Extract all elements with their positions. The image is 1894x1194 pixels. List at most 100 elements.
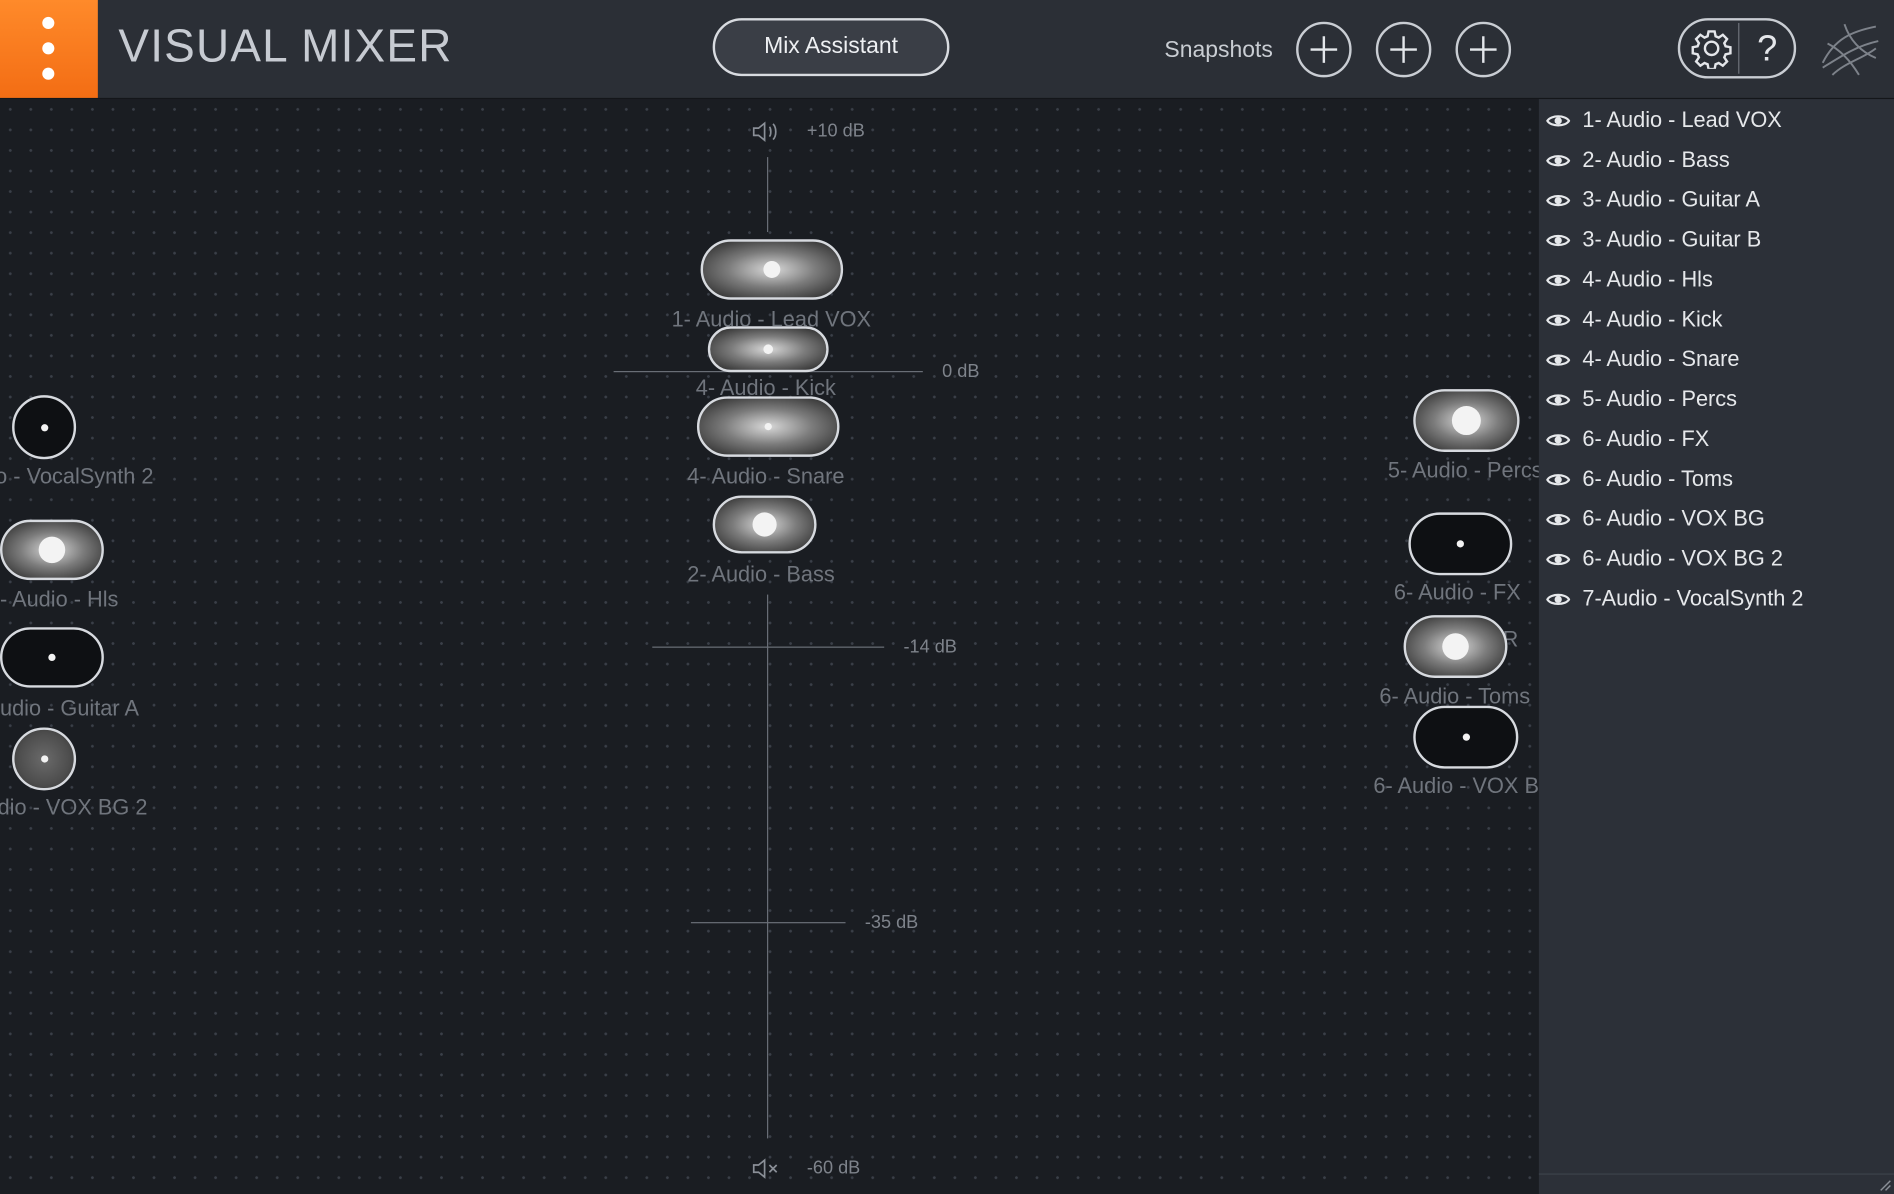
resize-grip-icon[interactable]	[1877, 1177, 1891, 1192]
eye-icon[interactable]	[1546, 590, 1571, 607]
track-list-item[interactable]: 6- Audio - VOX BG	[1546, 499, 1765, 539]
track-blob-guitar-a[interactable]	[0, 627, 104, 688]
eye-icon[interactable]	[1546, 271, 1571, 288]
track-list-item[interactable]: 7-Audio - VocalSynth 2	[1546, 579, 1804, 619]
track-list-item-label: 5- Audio - Percs	[1582, 386, 1738, 411]
track-list-item-label: 6- Audio - VOX BG 2	[1582, 546, 1783, 571]
track-list-item[interactable]: 3- Audio - Guitar B	[1546, 220, 1761, 260]
track-label-vox-bg: 6- Audio - VOX B	[1373, 773, 1539, 798]
track-label-lead-vox: 1- Audio - Lead VOX	[671, 306, 872, 332]
eye-icon[interactable]	[1546, 471, 1571, 488]
track-label-fx: 6- Audio - FX	[1393, 580, 1521, 605]
eye-icon[interactable]	[1546, 351, 1571, 368]
db-label-bottom: -60 dB	[806, 1157, 861, 1179]
menu-icon-dot	[42, 67, 55, 80]
tools-separator	[1738, 22, 1740, 74]
app-title: VISUAL MIXER	[118, 21, 453, 73]
eye-icon[interactable]	[1546, 231, 1571, 248]
track-blob-kick[interactable]	[707, 326, 829, 373]
track-list-footer	[1538, 1173, 1894, 1194]
track-blob-fx[interactable]	[1408, 512, 1513, 576]
track-list-item-label: 6- Audio - FX	[1582, 426, 1710, 451]
track-blob-vocalsynth[interactable]	[12, 395, 77, 460]
help-button[interactable]: ?	[1757, 29, 1778, 69]
track-blob-snare[interactable]	[696, 396, 840, 457]
track-list-item-label: 6- Audio - VOX BG	[1582, 506, 1765, 531]
blob-core	[1456, 540, 1464, 548]
track-blob-hls[interactable]	[0, 519, 104, 581]
blob-core	[1451, 406, 1481, 436]
minus-14-db-line	[652, 646, 885, 648]
track-list-item-label: 4- Audio - Kick	[1582, 306, 1723, 332]
db-label-minus35: -35 dB	[864, 912, 919, 933]
track-list-item-label: 7-Audio - VocalSynth 2	[1582, 586, 1804, 611]
track-label-percs: 5- Audio - Percs	[1387, 458, 1539, 483]
track-list-item[interactable]: 4- Audio - Kick	[1546, 300, 1723, 340]
track-label-toms: 6- Audio - Toms	[1379, 684, 1531, 709]
blob-core	[1462, 733, 1470, 741]
track-list-item[interactable]: 2- Audio - Bass	[1546, 140, 1730, 180]
track-list-item[interactable]: 6- Audio - Toms	[1546, 459, 1733, 499]
menu-icon-dot	[42, 42, 55, 55]
eye-icon[interactable]	[1546, 112, 1571, 129]
track-list-item[interactable]: 5- Audio - Percs	[1546, 379, 1737, 419]
track-blob-vox-bg2[interactable]	[12, 727, 77, 791]
track-label-vox-bg2: dio - VOX BG 2	[0, 795, 148, 820]
speaker-icon	[752, 121, 777, 142]
blob-core	[763, 344, 774, 355]
blob-core	[40, 423, 48, 431]
snapshots-label: Snapshots	[1164, 37, 1273, 63]
track-blob-toms[interactable]	[1403, 615, 1508, 678]
blob-core	[38, 536, 66, 564]
mix-assistant-button[interactable]: Mix Assistant	[712, 18, 950, 77]
eye-icon[interactable]	[1546, 431, 1571, 448]
track-list-item-label: 6- Audio - Toms	[1582, 466, 1734, 491]
track-label-snare: 4- Audio - Snare	[687, 464, 845, 489]
track-list-item[interactable]: 3- Audio - Guitar A	[1546, 180, 1760, 220]
eye-icon[interactable]	[1546, 152, 1571, 169]
track-list-item-label: 3- Audio - Guitar A	[1582, 187, 1761, 212]
track-label-vocalsynth: o - VocalSynth 2	[0, 464, 154, 489]
snapshot-b-button[interactable]	[1375, 21, 1432, 78]
level-axis-upper	[767, 157, 769, 233]
db-label-top: +10 dB	[806, 120, 865, 142]
track-list-item[interactable]: 6- Audio - FX	[1546, 419, 1709, 459]
tools-group: ?	[1677, 18, 1797, 79]
track-label-hls: - Audio - Hls	[0, 587, 119, 612]
track-list-item[interactable]: 1- Audio - Lead VOX	[1546, 100, 1782, 140]
track-blob-bass[interactable]	[712, 495, 817, 554]
track-blob-lead-vox[interactable]	[700, 239, 844, 300]
track-label-bass: 2- Audio - Bass	[687, 561, 835, 587]
track-blob-vox-bg[interactable]	[1413, 705, 1519, 769]
snapshot-c-button[interactable]	[1455, 21, 1512, 78]
eye-icon[interactable]	[1546, 511, 1571, 528]
blob-core	[1442, 633, 1469, 660]
speaker-mute-icon	[752, 1158, 778, 1179]
track-list-item[interactable]: 6- Audio - VOX BG 2	[1546, 539, 1783, 579]
track-blob-percs[interactable]	[1413, 389, 1520, 452]
db-label-zero: 0 dB	[942, 361, 980, 382]
level-axis-lower	[767, 594, 769, 1139]
track-list-item[interactable]: 4- Audio - Hls	[1546, 260, 1713, 300]
track-list-item-label: 4- Audio - Hls	[1582, 267, 1713, 292]
blob-core	[40, 755, 48, 763]
track-list-item-label: 2- Audio - Bass	[1582, 147, 1730, 172]
track-list-item-label: 4- Audio - Snare	[1582, 346, 1740, 372]
snapshot-a-button[interactable]	[1296, 21, 1352, 78]
blob-core	[752, 512, 777, 537]
blob-core	[48, 653, 56, 662]
db-label-minus14: -14 dB	[903, 636, 957, 658]
eye-icon[interactable]	[1546, 550, 1571, 567]
track-list-item-label: 1- Audio - Lead VOX	[1582, 107, 1782, 132]
eye-icon[interactable]	[1546, 311, 1571, 328]
track-list-item[interactable]: 4- Audio - Snare	[1546, 340, 1739, 380]
gear-icon[interactable]	[1691, 28, 1732, 69]
eye-icon[interactable]	[1546, 192, 1571, 209]
minus-35-db-line	[690, 922, 846, 924]
menu-icon	[42, 16, 55, 30]
menu-button[interactable]	[0, 0, 98, 98]
mixer-canvas[interactable]: +10 dB 0 dB -14 dB -35 dB -60 dB 4- Audi…	[0, 99, 1539, 1194]
header-bar: VISUAL MIXER Mix Assistant Snapshots ?	[0, 0, 1894, 100]
eye-icon[interactable]	[1546, 391, 1571, 408]
